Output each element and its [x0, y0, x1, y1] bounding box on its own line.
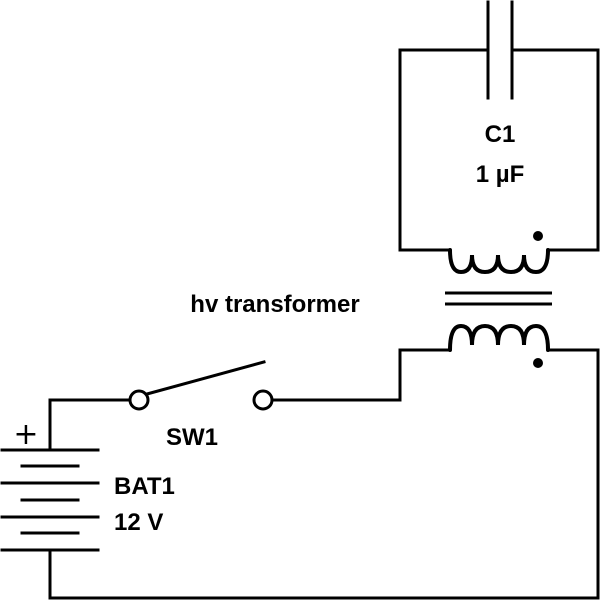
- secondary-polarity-dot: [533, 231, 543, 241]
- secondary-wire-right: [510, 48, 600, 252]
- switch-blade: [145, 360, 266, 396]
- switch-symbol: SW1: [128, 360, 274, 451]
- battery-value: 12 V: [114, 509, 163, 536]
- switch-ref: SW1: [166, 424, 218, 451]
- transformer-label: hv transformer: [190, 291, 359, 318]
- capacitor-ref: C1: [485, 121, 516, 148]
- primary-wire-switch: [270, 348, 452, 402]
- transformer-symbol: hv transformer: [190, 231, 552, 368]
- primary-winding: [448, 323, 550, 352]
- switch-terminal-left: [128, 389, 150, 411]
- secondary-wire-left: [398, 48, 490, 252]
- capacitor-value: 1 µF: [476, 161, 525, 188]
- switch-terminal-right: [252, 389, 274, 411]
- primary-wire-return: [48, 348, 600, 600]
- primary-polarity-dot: [533, 358, 543, 368]
- capacitor-loop: C1 1 µF: [398, 0, 600, 252]
- battery-ref: BAT1: [114, 473, 175, 500]
- capacitor-symbol: [486, 0, 514, 100]
- battery-to-switch-wire: [48, 398, 132, 452]
- secondary-winding: [448, 248, 550, 275]
- battery-symbol: + BAT1 12 V: [0, 417, 175, 552]
- battery-polarity-sign: +: [13, 417, 38, 452]
